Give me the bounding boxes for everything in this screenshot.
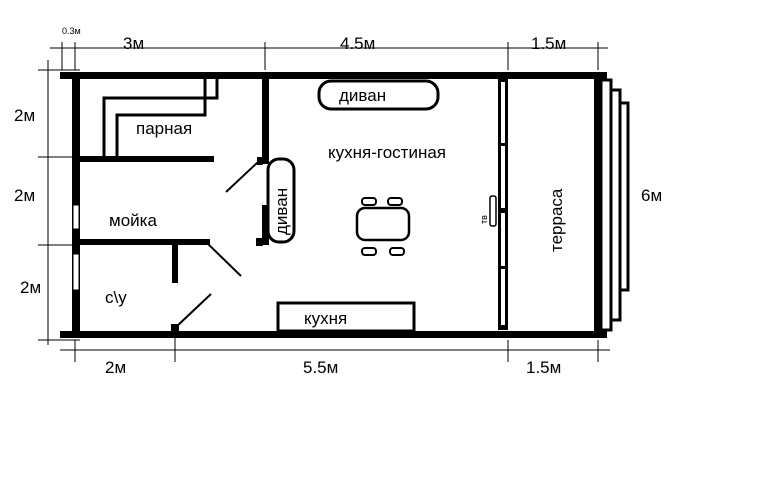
label-bathroom: с\у — [105, 288, 127, 307]
glass-post — [498, 266, 508, 269]
dim-bottom-2m: 2м — [105, 358, 126, 377]
tv — [489, 195, 497, 227]
dim-top-wall-thickness: 0.3м — [62, 26, 81, 36]
dim-top-1-5m: 1.5м — [531, 34, 566, 53]
dimension-labels: 0.3м 3м 4.5м 1.5м 2м 5.5м 1.5м 2м 2м 2м … — [14, 26, 662, 377]
dim-bottom-5-5m: 5.5м — [303, 358, 338, 377]
kitchen-counter — [276, 301, 416, 333]
furniture — [266, 79, 497, 333]
door-washroom — [206, 242, 242, 277]
label-kitchen-living: кухня-гостиная — [328, 143, 446, 162]
terrace-glass-wall — [498, 78, 508, 330]
bench-upper — [102, 79, 219, 157]
wall-bathroom-stub — [172, 245, 178, 283]
chair — [387, 197, 403, 206]
wall-bottom — [60, 331, 607, 338]
label-washroom: мойка — [109, 211, 157, 230]
label-steam-room: парная — [136, 119, 192, 138]
doors — [175, 161, 259, 328]
wall-right — [594, 72, 601, 338]
dim-bottom-1-5m: 1.5м — [526, 358, 561, 377]
door-bathroom — [175, 293, 212, 328]
stair-step — [618, 101, 630, 292]
dim-left-2: 2м — [14, 186, 35, 205]
bench-lower — [115, 79, 207, 157]
wall-partition-lower — [262, 205, 269, 245]
outer-walls — [60, 72, 607, 338]
wall-top — [60, 72, 607, 79]
label-sofa-side: диван — [272, 188, 291, 235]
glass-line — [505, 78, 508, 330]
terrace-stairs — [599, 78, 630, 332]
window — [72, 253, 80, 291]
glass-post — [498, 325, 508, 330]
tv-mount — [498, 208, 508, 213]
interior-walls — [78, 72, 269, 332]
chair — [389, 247, 405, 256]
steam-room-benches — [102, 79, 219, 157]
dim-right-6m: 6м — [641, 186, 662, 205]
label-kitchen: кухня — [304, 309, 347, 328]
furniture-labels: диван диван кухня тв — [272, 86, 489, 328]
label-terrace: терраса — [547, 188, 566, 252]
chair — [361, 247, 377, 256]
window — [72, 204, 80, 230]
windows-left — [72, 204, 80, 291]
dim-left-1: 2м — [14, 106, 35, 125]
door-post — [257, 157, 263, 165]
sofa-side — [266, 157, 296, 244]
chair — [361, 197, 377, 206]
wall-washroom — [78, 239, 210, 245]
sofa-top — [317, 79, 440, 111]
wall-steam-room — [78, 156, 214, 162]
label-sofa-top: диван — [339, 86, 386, 105]
glass-line — [498, 78, 501, 330]
glass-post — [498, 78, 508, 82]
dim-top-3m: 3м — [123, 34, 144, 53]
dim-top-4-5m: 4.5м — [340, 34, 375, 53]
wall-bathroom-corner — [171, 324, 179, 332]
dim-left-3: 2м — [20, 278, 41, 297]
room-labels: парная мойка с\у кухня-гостиная терраса — [105, 119, 566, 307]
label-tv: тв — [479, 215, 489, 224]
wall-partition-upper — [262, 72, 269, 164]
glass-post — [498, 143, 508, 146]
door-post — [256, 238, 263, 246]
dining-table — [355, 206, 411, 242]
door-steam-room — [225, 161, 259, 193]
